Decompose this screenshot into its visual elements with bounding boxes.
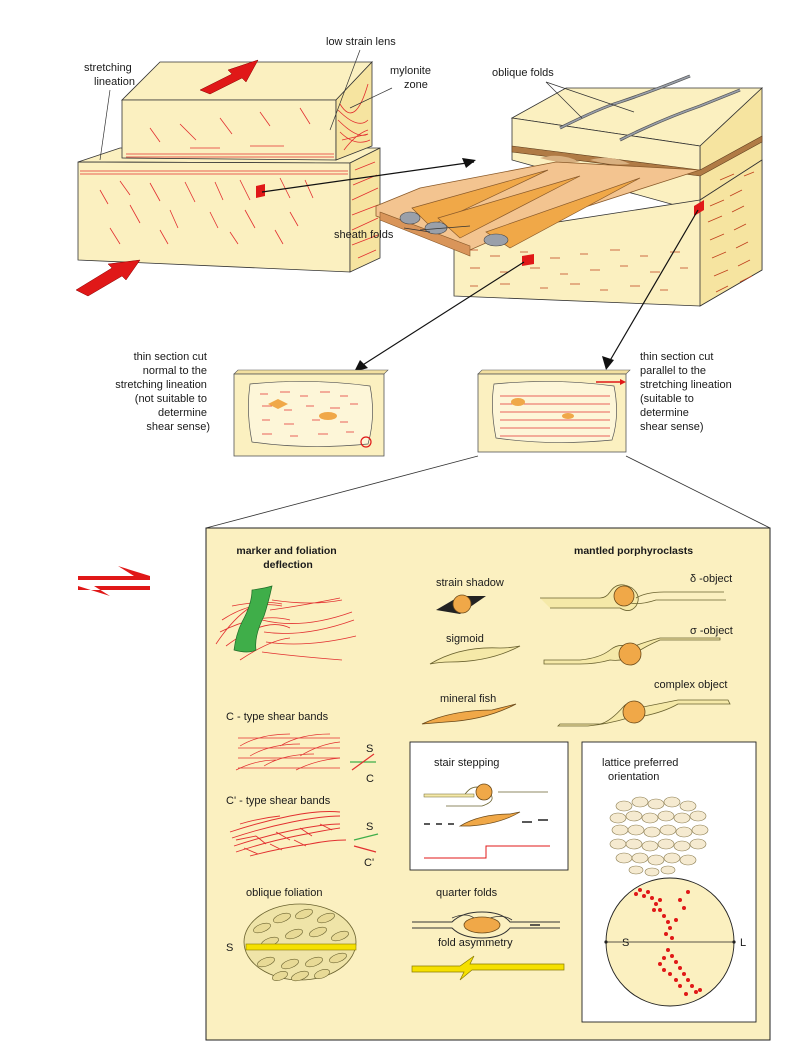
label-c-type-c: C xyxy=(366,773,374,785)
fold-asymmetry-figure xyxy=(411,955,565,981)
delta-object-figure xyxy=(540,584,726,611)
label-stair-stepping: stair stepping xyxy=(434,757,499,769)
label-complex-object: complex object xyxy=(654,679,727,691)
label-oblique-s: S xyxy=(226,942,233,954)
label-stretching-lineation: stretching lineation xyxy=(84,62,135,88)
thin-section-normal xyxy=(233,369,389,457)
label-thin-section-normal: thin section cut normal to the stretchin… xyxy=(115,351,210,433)
label-c-type-s: S xyxy=(366,743,373,755)
label-fold-asymmetry: fold asymmetry xyxy=(438,937,513,949)
marker-deflection-figure xyxy=(215,585,357,661)
connector-arrow-normal xyxy=(357,261,525,369)
shear-sense-arrows xyxy=(78,566,150,596)
label-oblique-folds: oblique folds xyxy=(492,67,554,79)
stair-stepping-inset xyxy=(409,741,569,871)
thin-section-parallel xyxy=(477,369,631,453)
label-thin-section-parallel: thin section cut parallel to the stretch… xyxy=(640,351,735,433)
sigmoid-figure xyxy=(429,645,521,665)
right-block-diagram xyxy=(375,74,764,307)
left-block-diagram xyxy=(75,49,393,297)
mineral-fish-figure xyxy=(421,703,517,725)
label-sheath-folds: sheath folds xyxy=(334,229,394,241)
connector-arrow-top xyxy=(261,161,475,193)
c-prime-type-figure xyxy=(229,811,347,857)
label-sigma-object: σ -object xyxy=(690,625,733,637)
label-sigmoid: sigmoid xyxy=(446,633,484,645)
label-c-prime-type: C' - type shear bands xyxy=(226,795,331,807)
label-mineral-fish: mineral fish xyxy=(440,693,496,705)
label-marker-deflection: marker and foliation deflection xyxy=(236,545,339,571)
pole-figure xyxy=(604,877,736,1007)
sigma-object-figure xyxy=(543,637,721,666)
label-mantled-porphyroclasts: mantled porphyroclasts xyxy=(574,545,693,557)
label-pole-s: S xyxy=(622,937,629,949)
complex-object-figure xyxy=(557,699,731,727)
label-strain-shadow: strain shadow xyxy=(436,577,504,589)
lattice-grain-aggregate xyxy=(609,796,709,877)
quarter-folds-figure xyxy=(412,911,560,939)
label-pole-l: L xyxy=(740,937,746,949)
label-c-type: C - type shear bands xyxy=(226,711,329,723)
strain-shadow-figure xyxy=(436,594,486,614)
label-quarter-folds: quarter folds xyxy=(436,887,498,899)
oblique-foliation-figure xyxy=(243,903,357,982)
label-c-prime-c: C' xyxy=(364,857,374,869)
label-low-strain-lens: low strain lens xyxy=(326,36,396,48)
stair-stepping-figure xyxy=(423,783,550,859)
connector-arrow-parallel xyxy=(607,209,699,365)
c-type-figure xyxy=(235,733,341,771)
label-lattice-preferred: lattice preferred orientation xyxy=(602,757,682,783)
label-oblique-foliation: oblique foliation xyxy=(246,887,322,899)
label-mylonite-zone: mylonite zone xyxy=(390,65,434,91)
label-c-prime-s: S xyxy=(366,821,373,833)
label-delta-object: δ -object xyxy=(690,573,732,585)
